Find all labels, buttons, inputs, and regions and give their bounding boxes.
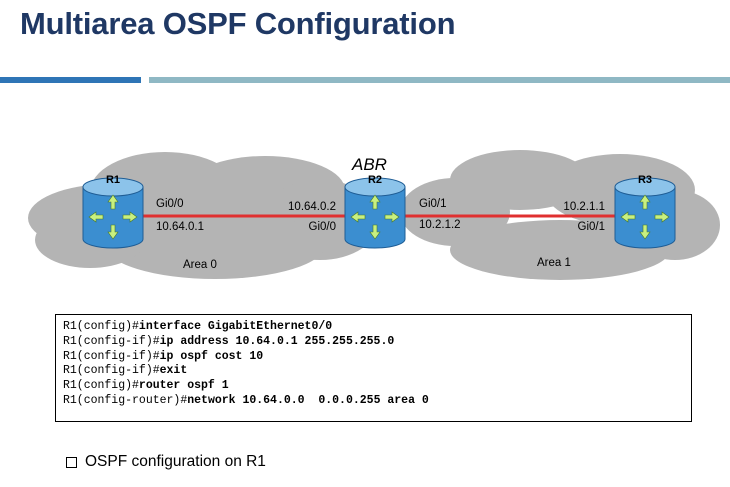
slide-note: OSPF configuration on R1 [66, 453, 266, 471]
cli-command: ip address 10.64.0.1 255.255.255.0 [159, 334, 395, 348]
cli-line: R1(config-if)#exit [63, 364, 684, 379]
router-r1: R1 [82, 174, 144, 249]
area-1-label: Area 1 [537, 257, 571, 269]
r2-ip-right-label: 10.2.1.2 [419, 219, 461, 231]
area-0-cloud [28, 152, 380, 279]
cli-command: network 10.64.0.0 0.0.0.255 area 0 [187, 393, 429, 407]
cli-command: ip ospf cost 10 [159, 349, 264, 363]
r1-ip-label: 10.64.0.1 [156, 221, 204, 233]
router-r2: R2 [344, 174, 406, 249]
cli-line: R1(config)#interface GigabitEthernet0/0 [63, 320, 684, 335]
cli-line: R1(config)#router ospf 1 [63, 379, 684, 394]
r3-ip-label: 10.2.1.1 [563, 201, 605, 213]
cli-prompt: R1(config-if)# [63, 349, 160, 363]
cli-line: R1(config-if)#ip address 10.64.0.1 255.2… [63, 335, 684, 350]
cli-command: exit [159, 364, 188, 378]
cli-prompt: R1(config-router)# [63, 393, 188, 407]
r2-ip-left-label: 10.64.0.2 [288, 201, 336, 213]
cli-prompt: R1(config)# [63, 320, 139, 333]
cli-prompt: R1(config)# [63, 379, 139, 393]
r3-interface-label: Gi0/1 [578, 221, 606, 233]
checkbox-bullet-icon [66, 456, 77, 468]
router-r3: R3 [614, 174, 676, 249]
title-underline-blue [0, 77, 141, 83]
cli-line: R1(config-if)#ip ospf cost 10 [63, 350, 684, 365]
r2-interface-left-label: Gi0/0 [309, 221, 337, 233]
network-diagram: R1 R2 R3 ABR Gi0/0 10.64.0.1 10.64.0.2 G… [28, 150, 720, 280]
title-underline-gray [149, 77, 730, 83]
r1-interface-label: Gi0/0 [156, 198, 184, 210]
slide-title: Multiarea OSPF Configuration [20, 6, 456, 41]
cli-command: interface GigabitEthernet0/0 [138, 320, 333, 333]
area-0-label: Area 0 [183, 259, 217, 271]
cli-prompt: R1(config-if)# [63, 334, 160, 348]
slide-note-text: OSPF configuration on R1 [85, 453, 266, 470]
router-r1-label: R1 [106, 174, 120, 186]
cli-prompt: R1(config-if)# [63, 364, 160, 378]
router-r3-label: R3 [638, 174, 652, 186]
r2-interface-right-label: Gi0/1 [419, 198, 447, 210]
router-r2-label: R2 [368, 174, 382, 186]
abr-annotation: ABR [351, 155, 387, 174]
cli-line: R1(config-router)#network 10.64.0.0 0.0.… [63, 394, 684, 409]
cli-command: router ospf 1 [138, 379, 229, 393]
